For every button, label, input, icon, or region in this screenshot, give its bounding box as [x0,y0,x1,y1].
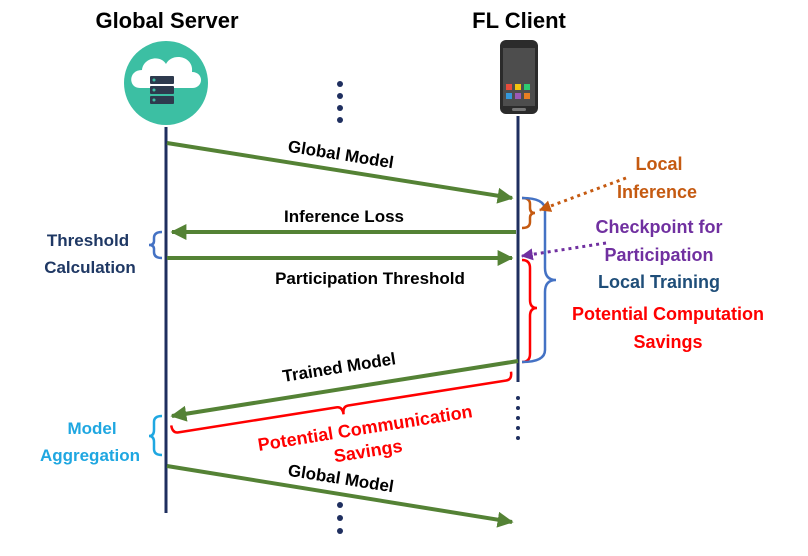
inference-brace [521,196,536,230]
comp-savings-line2: Savings [633,332,702,352]
global-model-arrow-1 [166,141,514,204]
trained-model-label: Trained Model [281,349,397,386]
communication-savings-brace [169,371,513,434]
model-agg-line1: Model [67,419,116,438]
global-model-arrow-2 [166,464,514,528]
local-training-label: Local Training [598,272,720,292]
threshold-calc-line1: Threshold [47,231,129,250]
smartphone-icon [500,40,538,114]
checkpoint-line2: Participation [604,245,713,265]
global-model-label-1: Global Model [287,137,395,172]
inference-loss-label: Inference Loss [284,207,404,226]
continuation-dots-bottom [337,502,343,534]
cloud-server-icon [124,41,208,125]
checkpoint-pointer [520,241,607,261]
threshold-brace [148,230,163,260]
global-model-label-2: Global Model [287,461,395,496]
local-inference-line2: Inference [617,182,697,202]
continuation-dots-top [337,81,343,123]
trained-model-arrow [170,359,519,422]
participation-threshold-label: Participation Threshold [275,269,465,288]
inference-pointer [538,176,627,212]
server-title: Global Server [95,8,239,33]
client-continuation-dots [516,396,520,440]
aggregation-brace [148,414,163,457]
threshold-calc-line2: Calculation [44,258,136,277]
model-agg-line2: Aggregation [40,446,140,465]
computation-savings-brace [521,258,538,364]
local-training-brace [521,196,557,364]
local-inference-line1: Local [635,154,682,174]
client-title: FL Client [472,8,566,33]
checkpoint-line1: Checkpoint for [595,217,722,237]
comp-savings-line1: Potential Computation [572,304,764,324]
